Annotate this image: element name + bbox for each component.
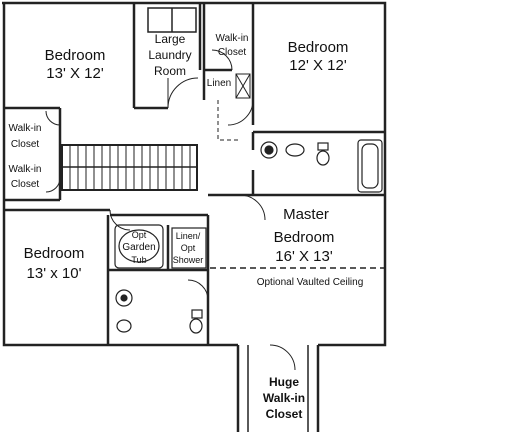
garden-tub-label-3: Tub [131,255,146,265]
linen-shelf [235,73,251,99]
linen-shower-label-2: Opt [181,243,196,253]
vaulted-ceiling-note: Optional Vaulted Ceiling [257,277,364,288]
bedroom-sw-size: 13' x 10' [27,265,82,282]
huge-walkin-label-2: Walk-in [263,391,305,405]
linen-dashed-line [217,100,240,141]
huge-walkin-label-3: Closet [266,407,303,421]
laundry-appliances [147,7,197,33]
bedroom-nw-size: 13' X 12' [46,65,104,82]
bedroom-ne-size: 12' X 12' [289,57,347,74]
garden-tub-label-2: Garden [122,242,155,253]
laundry-label-3: Room [154,64,186,78]
master-bath-fixtures [114,224,207,334]
bedroom-sw-name: Bedroom [24,245,85,262]
walkin-left-2-label-1: Walk-in [9,164,42,175]
hall-bath-fixtures [260,139,383,193]
walkin-top-label-2: Closet [218,47,247,58]
bedroom-ne-name: Bedroom [288,39,349,56]
master-label-2: Bedroom [274,229,335,246]
huge-walkin-label-1: Huge [269,375,299,389]
linen-top-label: Linen [207,78,231,89]
walkin-top-label-1: Walk-in [216,33,249,44]
linen-shower-label-1: Linen/ [176,231,201,241]
staircase [61,144,198,191]
master-size: 16' X 13' [275,248,333,265]
walkin-left-2-label-2: Closet [11,179,40,190]
walls [2,1,387,432]
linen-shower-label-3: Shower [173,255,204,265]
walkin-left-1-label-2: Closet [11,139,40,150]
laundry-label-2: Laundry [148,48,191,62]
doors [45,49,296,371]
bedroom-nw-name: Bedroom [45,47,106,64]
walkin-left-1-label-1: Walk-in [9,123,42,134]
master-label-1: Master [283,206,329,223]
garden-tub-label-1: Opt [132,230,147,240]
laundry-label-1: Large [155,32,186,46]
